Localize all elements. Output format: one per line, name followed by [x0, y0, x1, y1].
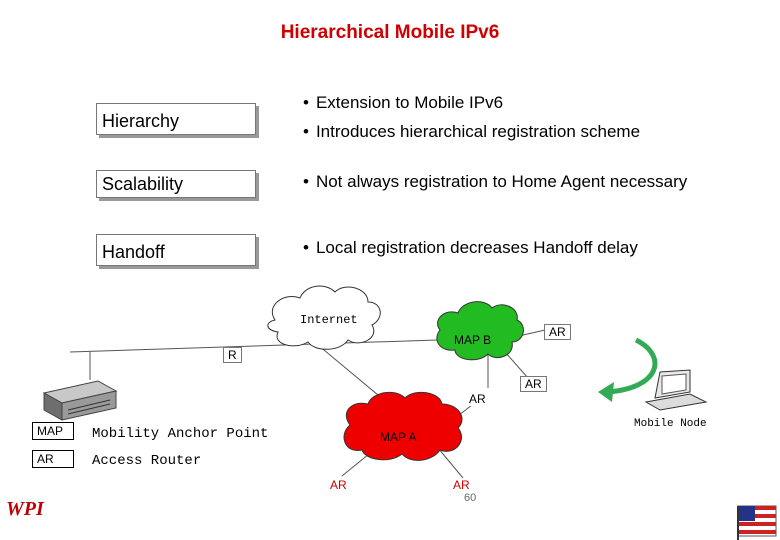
legend-abbr-ar: AR: [32, 450, 74, 468]
legend-text-ar: Access Router: [92, 453, 202, 469]
bullet-item: • Extension to Mobile IPv6: [303, 93, 503, 113]
feature-box-scalability: Scalability: [96, 170, 256, 198]
link-mapb-ar-right: [504, 351, 529, 379]
router-device-icon: [42, 380, 118, 421]
access-router-label: AR: [544, 324, 571, 340]
access-router-label: AR: [520, 376, 547, 392]
legend-text-map: Mobility Anchor Point: [92, 426, 269, 442]
map-b-label: MAP B: [454, 333, 492, 347]
feature-box-handoff: Handoff: [96, 234, 256, 266]
handoff-arrow: [607, 337, 658, 395]
bullet-item: • Not always registration to Home Agent n…: [303, 172, 687, 192]
internet-label: Internet: [300, 313, 358, 327]
us-flag-icon: [737, 505, 777, 540]
arrow-head-icon: [598, 382, 614, 402]
page-number: 60: [464, 492, 477, 504]
internet-cloud: [267, 285, 381, 350]
bullet-item: • Local registration decreases Handoff de…: [303, 238, 638, 258]
feature-box-hierarchy: Hierarchy: [96, 103, 256, 135]
link-mapa-ar-right: [437, 447, 464, 479]
router-label: R: [223, 347, 242, 363]
access-router-label: AR: [326, 478, 351, 492]
link-router-mapb: [69, 339, 438, 353]
map-b-cloud: [436, 301, 524, 361]
bullet-text: Not always registration to Home Agent ne…: [315, 172, 688, 191]
mobile-node-label: Mobile Node: [634, 418, 707, 430]
bullet-text: Local registration decreases Handoff del…: [315, 238, 638, 257]
bullet-dot: •: [303, 122, 309, 141]
feature-label: Scalability: [102, 174, 184, 194]
wpi-logo: WPI: [6, 498, 44, 520]
access-router-label: AR: [465, 392, 490, 406]
laptop-icon: [644, 369, 708, 411]
bullet-text: Extension to Mobile IPv6: [315, 93, 504, 112]
bullet-dot: •: [303, 238, 309, 257]
map-a-cloud: [343, 391, 463, 461]
feature-label: Hierarchy: [102, 111, 180, 131]
page-title: Hierarchical Mobile IPv6: [280, 22, 500, 43]
bullet-dot: •: [303, 93, 309, 112]
bullet-text: Introduces hierarchical registration sch…: [315, 122, 641, 141]
map-a-label: MAP A: [380, 430, 417, 444]
bullet-item: • Introduces hierarchical registration sc…: [303, 122, 640, 142]
access-router-label: AR: [453, 478, 470, 492]
bullet-dot: •: [303, 172, 309, 191]
feature-label: Handoff: [102, 242, 165, 262]
legend-abbr-map: MAP: [32, 422, 74, 440]
